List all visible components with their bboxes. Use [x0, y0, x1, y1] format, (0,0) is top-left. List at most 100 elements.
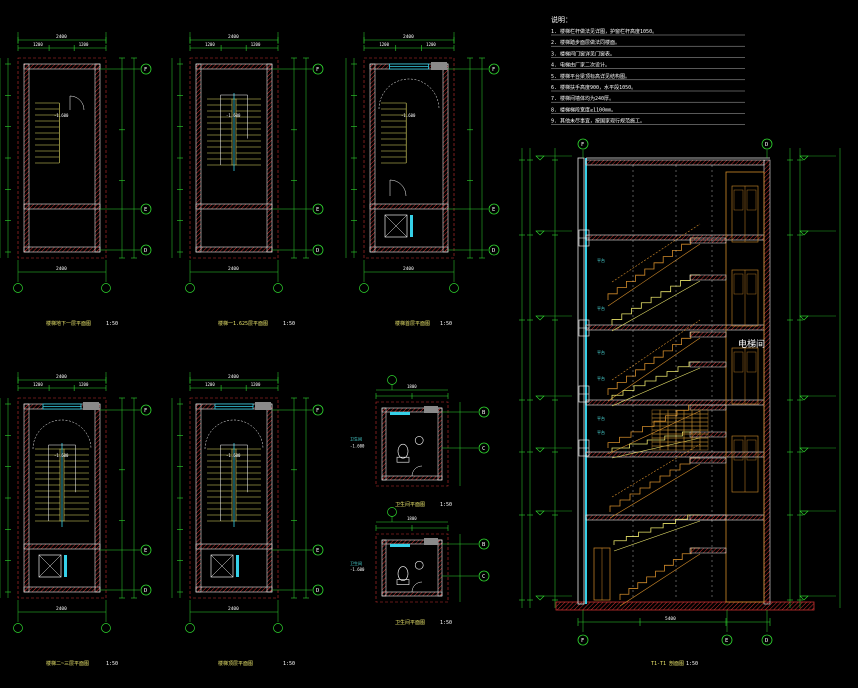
svg-text:平台: 平台 [597, 349, 605, 355]
scale-plan-6: 1:50 [440, 502, 452, 508]
scale-plan-7: 1:50 [440, 620, 452, 626]
general-notes: 说明： 1. 楼梯栏杆做法见详图，护窗栏杆高度1050。 2. 楼梯踏步面层做法同… [551, 15, 745, 125]
svg-text:2400: 2400 [228, 606, 239, 612]
svg-text:F: F [581, 142, 584, 148]
svg-text:D: D [492, 248, 495, 254]
svg-text:-1.600: -1.600 [350, 567, 365, 572]
svg-text:2400: 2400 [228, 266, 239, 272]
svg-text:-1.600: -1.600 [226, 113, 241, 118]
svg-text:1800: 1800 [407, 384, 417, 389]
svg-text:平台: 平台 [597, 429, 605, 435]
section-room-label: 电梯间 [738, 338, 765, 350]
note-item: 8. 楼梯梯段宽度≥1100mm。 [551, 106, 616, 113]
svg-text:2400: 2400 [56, 266, 67, 272]
note-item: 6. 楼梯扶手高度900，水平段1050。 [551, 84, 636, 91]
svg-text:2400: 2400 [56, 374, 67, 380]
svg-text:2400: 2400 [56, 606, 67, 612]
svg-text:D: D [144, 588, 147, 594]
svg-text:F: F [144, 67, 147, 73]
title-plan-5: 楼梯顶层平面图 [218, 660, 253, 667]
note-item: 7. 楼梯间墙体均为240厚。 [551, 95, 614, 102]
svg-text:C: C [482, 446, 485, 452]
svg-text:2400: 2400 [403, 34, 414, 40]
svg-text:D: D [316, 248, 319, 254]
title-plan-4: 楼梯二~三层平面图 [46, 660, 89, 667]
scale-plan-4: 1:50 [106, 661, 118, 667]
title-plan-7: 卫生间平面图 [395, 619, 425, 626]
svg-text:E: E [144, 548, 147, 554]
scale-plan-5: 1:50 [283, 661, 295, 667]
svg-text:-1.600: -1.600 [401, 113, 416, 118]
note-item: 5. 楼梯平台梁顶标高详见结构图。 [551, 73, 630, 80]
title-plan-3: 楼梯首层平面图 [395, 320, 430, 327]
svg-text:5400: 5400 [665, 616, 676, 622]
title-plan-6: 卫生间平面图 [395, 501, 425, 508]
svg-text:1200: 1200 [79, 42, 89, 47]
svg-text:2400: 2400 [228, 374, 239, 380]
svg-text:平台: 平台 [597, 305, 605, 311]
svg-text:1200: 1200 [251, 42, 261, 47]
drawing-titles: 楼梯地下一层平面图 1:50 楼梯一1.625层平面图 1:50 楼梯首层平面图… [46, 320, 765, 667]
svg-text:2400: 2400 [56, 34, 67, 40]
notes-heading: 说明： [551, 15, 572, 24]
svg-text:-1.600: -1.600 [226, 453, 241, 458]
svg-text:1200: 1200 [379, 42, 389, 47]
svg-text:E: E [316, 548, 319, 554]
title-section: T1-T1 剖面图 [651, 660, 684, 667]
svg-text:1200: 1200 [79, 382, 89, 387]
svg-text:C: C [482, 574, 485, 580]
svg-text:1800: 1800 [407, 516, 417, 521]
scale-plan-3: 1:50 [440, 321, 452, 327]
svg-text:1200: 1200 [205, 42, 215, 47]
svg-text:平台: 平台 [597, 415, 605, 421]
svg-text:1200: 1200 [33, 42, 43, 47]
svg-text:B: B [482, 410, 486, 416]
svg-text:B: B [482, 542, 486, 548]
note-item: 3. 楼梯间门窗详见门窗表。 [551, 50, 615, 57]
svg-text:-1.600: -1.600 [54, 113, 69, 118]
svg-text:E: E [316, 207, 319, 213]
svg-text:E: E [492, 207, 495, 213]
svg-text:-1.600: -1.600 [350, 444, 365, 449]
title-plan-1: 楼梯地下一层平面图 [46, 320, 91, 327]
svg-text:卫生间: 卫生间 [350, 560, 362, 566]
svg-text:2400: 2400 [228, 34, 239, 40]
svg-text:平台: 平台 [597, 375, 605, 381]
svg-text:卫生间: 卫生间 [350, 435, 362, 441]
scale-section: 1:50 [686, 661, 698, 667]
note-item: 9. 其他未尽事宜，按国家现行规范施工。 [551, 118, 645, 125]
svg-text:D: D [765, 142, 768, 148]
svg-text:F: F [316, 67, 319, 73]
note-item: 4. 电梯由厂家二次设计。 [551, 62, 610, 69]
scale-plan-1: 1:50 [106, 321, 118, 327]
scale-plan-2: 1:50 [283, 321, 295, 327]
svg-text:1200: 1200 [251, 382, 261, 387]
svg-text:E: E [144, 207, 147, 213]
svg-text:E: E [725, 638, 728, 644]
note-item: 1. 楼梯栏杆做法见详图，护窗栏杆高度1050。 [551, 28, 657, 35]
svg-text:2400: 2400 [403, 266, 414, 272]
notes-list: 1. 楼梯栏杆做法见详图，护窗栏杆高度1050。 2. 楼梯踏步面层做法同楼面。 3… [551, 28, 745, 125]
svg-text:1200: 1200 [205, 382, 215, 387]
svg-text:D: D [316, 588, 319, 594]
note-item: 2. 楼梯踏步面层做法同楼面。 [551, 39, 620, 46]
svg-text:F: F [316, 408, 319, 414]
svg-text:F: F [492, 67, 495, 73]
svg-text:D: D [144, 248, 147, 254]
svg-text:1200: 1200 [426, 42, 436, 47]
svg-text:F: F [581, 638, 584, 644]
svg-text:平台: 平台 [597, 257, 605, 263]
svg-text:F: F [144, 408, 147, 414]
svg-text:D: D [765, 638, 768, 644]
svg-text:-1.600: -1.600 [54, 453, 69, 458]
svg-text:1200: 1200 [33, 382, 43, 387]
